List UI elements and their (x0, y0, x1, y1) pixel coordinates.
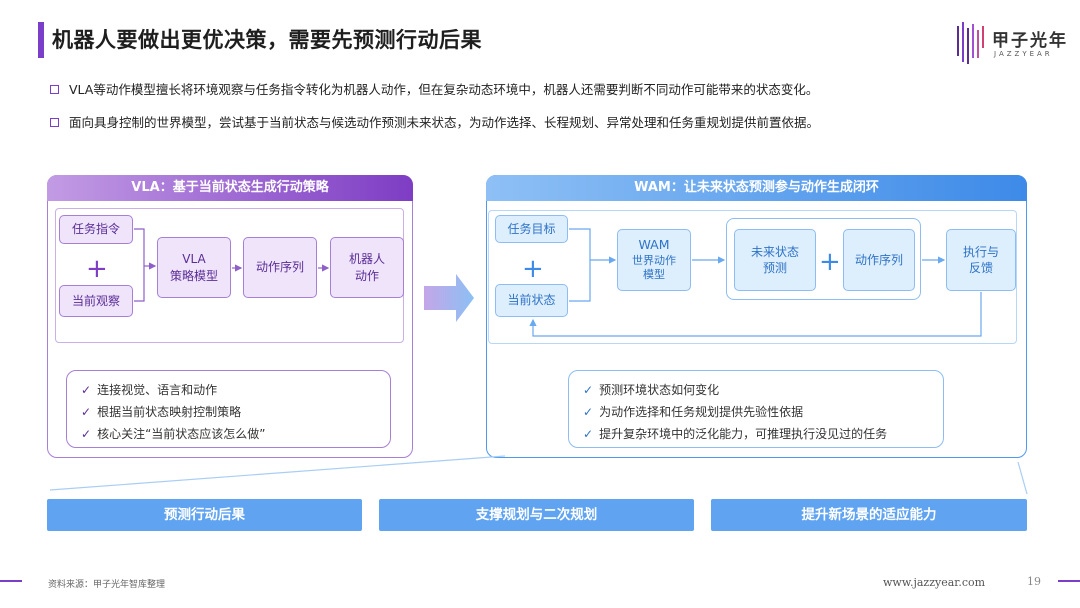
vla-check-item: ✓ 连接视觉、语言和动作 (81, 381, 217, 398)
logo-subtitle: JAZZYEAR (994, 50, 1053, 58)
check-text: 提升复杂环境中的泛化能力，可推理执行没见过的任务 (599, 427, 888, 441)
footer-source: 资料来源：甲子光年智库整理 (48, 580, 166, 590)
bullet-1: VLA等动作模型擅长将环境观察与任务指令转化为机器人动作，但在复杂动态环境中，机… (50, 79, 818, 98)
vla-model-line2: 策略模型 (169, 268, 218, 283)
vla-robot-action-box: 机器人 动作 (330, 237, 404, 298)
vla-check-item: ✓ 核心关注“当前状态应该怎么做” (81, 425, 266, 442)
check-text: 根据当前状态映射控制策略 (97, 405, 242, 419)
check-text: 为动作选择和任务规划提供先验性依据 (599, 405, 804, 419)
vla-robot-line2: 动作 (354, 268, 379, 283)
wam-action-sequence-box: 动作序列 (843, 229, 915, 291)
logo-name: 甲子光年 (992, 31, 1068, 51)
logo-mark-icon (957, 22, 984, 64)
wam-model-line2: 世界动作 (632, 253, 676, 267)
bullet-text: VLA等动作模型擅长将环境观察与任务指令转化为机器人动作，但在复杂动态环境中，机… (69, 82, 819, 97)
vla-plus-icon: + (86, 254, 108, 284)
bullet-text: 面向具身控制的世界模型，尝试基于当前状态与候选动作预测未来状态，为动作选择、长程… (69, 115, 820, 130)
vla-panel-header: VLA：基于当前状态生成行动策略 (47, 175, 413, 201)
vla-model-line1: VLA (182, 252, 206, 267)
check-text: 连接视觉、语言和动作 (97, 383, 218, 397)
jazzyear-logo: 甲子光年 JAZZYEAR (956, 22, 1066, 66)
wam-current-state-box: 当前状态 (495, 284, 568, 317)
vla-current-observation-box: 当前观察 (59, 285, 133, 317)
footer-url[interactable]: www.jazzyear.com (883, 576, 986, 589)
wam-plus-icon: + (522, 254, 544, 284)
wam-check-item: ✓ 预测环境状态如何变化 (583, 381, 719, 398)
footer-accent-left (0, 580, 22, 582)
page-title: 机器人要做出更优决策，需要先预测行动后果 (52, 28, 482, 52)
adaptation-bar: 提升新场景的适应能力 (711, 499, 1027, 531)
wam-group-plus-icon: + (819, 247, 841, 277)
bullet-square-icon (50, 85, 59, 94)
guide-line-right (1017, 461, 1028, 495)
check-icon: ✓ (583, 383, 594, 397)
check-text: 预测环境状态如何变化 (599, 383, 720, 397)
wam-future-state-box: 未来状态 预测 (734, 229, 816, 291)
check-icon: ✓ (583, 427, 594, 441)
wam-task-goal-box: 任务目标 (495, 215, 568, 243)
transition-arrow-icon (424, 274, 474, 322)
bullet-2: 面向具身控制的世界模型，尝试基于当前状态与候选动作预测未来状态，为动作选择、长程… (50, 112, 819, 131)
check-icon: ✓ (81, 383, 92, 397)
wam-check-item: ✓ 为动作选择和任务规划提供先验性依据 (583, 403, 803, 420)
wam-model-line1: WAM (638, 236, 670, 252)
planning-support-bar: 支撑规划与二次规划 (379, 499, 694, 531)
bullet-square-icon (50, 118, 59, 127)
vla-robot-line1: 机器人 (348, 252, 385, 267)
wam-execution-feedback-box: 执行与 反馈 (946, 229, 1016, 291)
title-accent-bar (38, 22, 44, 58)
vla-policy-model-box: VLA 策略模型 (157, 237, 231, 298)
wam-future-line2: 预测 (762, 261, 787, 275)
footer-accent-right (1058, 580, 1080, 582)
wam-check-item: ✓ 提升复杂环境中的泛化能力，可推理执行没见过的任务 (583, 425, 887, 442)
wam-panel-header: WAM：让未来状态预测参与动作生成闭环 (486, 175, 1027, 201)
vla-check-item: ✓ 根据当前状态映射控制策略 (81, 403, 241, 420)
outcome-prediction-bar: 预测行动后果 (47, 499, 362, 531)
vla-task-instruction-box: 任务指令 (59, 215, 133, 244)
check-icon: ✓ (81, 427, 92, 441)
wam-exec-line1: 执行与 (962, 244, 999, 259)
check-icon: ✓ (583, 405, 594, 419)
check-text: 核心关注“当前状态应该怎么做” (97, 427, 266, 441)
wam-future-line1: 未来状态 (750, 244, 799, 259)
check-icon: ✓ (81, 405, 92, 419)
wam-checklist: ✓ 预测环境状态如何变化 ✓ 为动作选择和任务规划提供先验性依据 ✓ 提升复杂环境中的… (568, 370, 944, 448)
wam-world-action-model-box: WAM 世界动作 模型 (617, 229, 691, 291)
vla-checklist: ✓ 连接视觉、语言和动作 ✓ 根据当前状态映射控制策略 ✓ 核心关注“当前状态应该怎么… (66, 370, 391, 448)
wam-flow-frame (488, 210, 1017, 344)
page-number: 19 (1027, 575, 1041, 588)
guide-line-left (49, 455, 506, 491)
wam-exec-line2: 反馈 (968, 261, 993, 275)
wam-model-line3: 模型 (643, 268, 665, 282)
vla-action-sequence-box: 动作序列 (243, 237, 317, 298)
